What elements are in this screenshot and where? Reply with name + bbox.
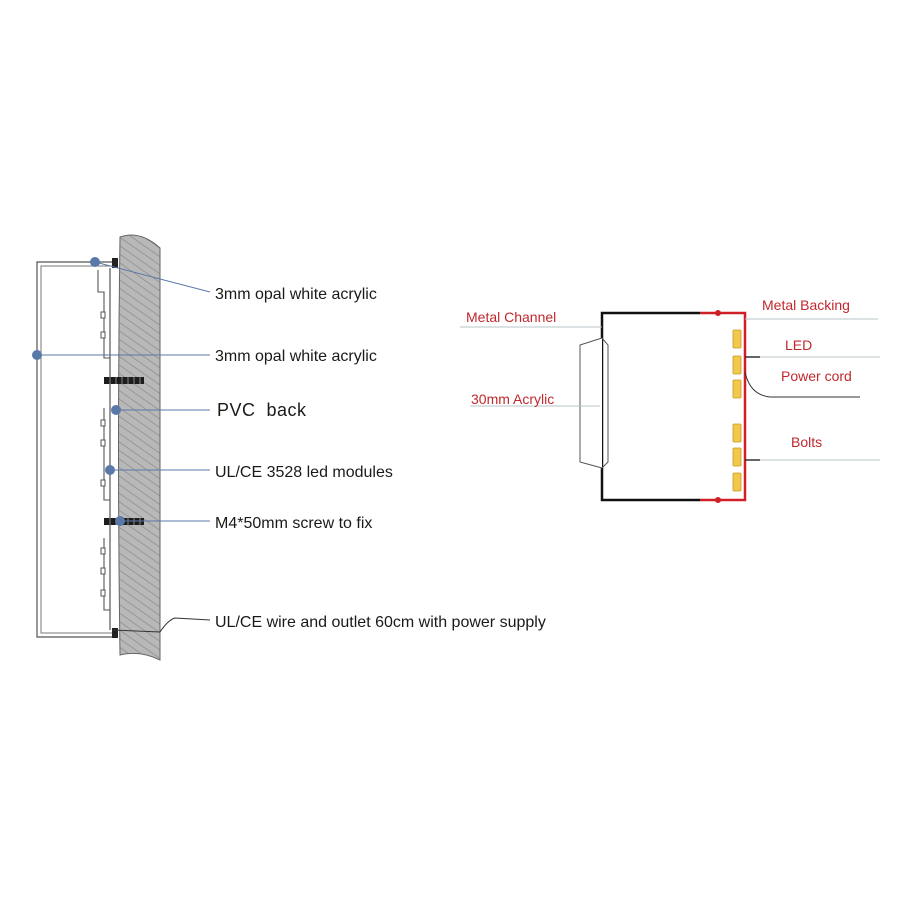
- left-cross-section: 3mm opal white acrylic 3mm opal white ac…: [32, 234, 546, 661]
- label-pvc-back: PVC back: [217, 400, 307, 420]
- label-inner-acrylic: 3mm opal white acrylic: [215, 348, 377, 365]
- led-strips: [732, 329, 742, 492]
- label-metal-channel: Metal Channel: [466, 309, 556, 325]
- leader-lines: [32, 257, 211, 526]
- power-cord: [744, 371, 860, 398]
- label-metal-backing: Metal Backing: [762, 297, 850, 313]
- metal-backing: [700, 311, 747, 502]
- right-cross-section: Metal Channel Metal Backing LED Power co…: [460, 297, 880, 503]
- led-modules: [100, 311, 106, 597]
- metal-channel: [600, 311, 700, 502]
- wall: [118, 234, 161, 661]
- outer-acrylic-face: [36, 261, 112, 638]
- power-wire: [111, 617, 211, 633]
- screw-upper: [104, 377, 144, 384]
- label-wire: UL/CE wire and outlet 60cm with power su…: [215, 614, 546, 631]
- label-led-modules: UL/CE 3528 led modules: [215, 464, 393, 481]
- label-outer-acrylic: 3mm opal white acrylic: [215, 286, 377, 303]
- label-led: LED: [785, 337, 812, 353]
- bolts: [745, 356, 760, 461]
- right-leader-lines: [460, 318, 880, 461]
- label-acrylic: 30mm Acrylic: [471, 391, 554, 407]
- label-screw: M4*50mm screw to fix: [215, 515, 372, 532]
- label-power-cord: Power cord: [781, 368, 852, 384]
- pvc-back: [97, 270, 110, 611]
- label-bolts: Bolts: [791, 434, 822, 450]
- acrylic-insert: [579, 337, 603, 469]
